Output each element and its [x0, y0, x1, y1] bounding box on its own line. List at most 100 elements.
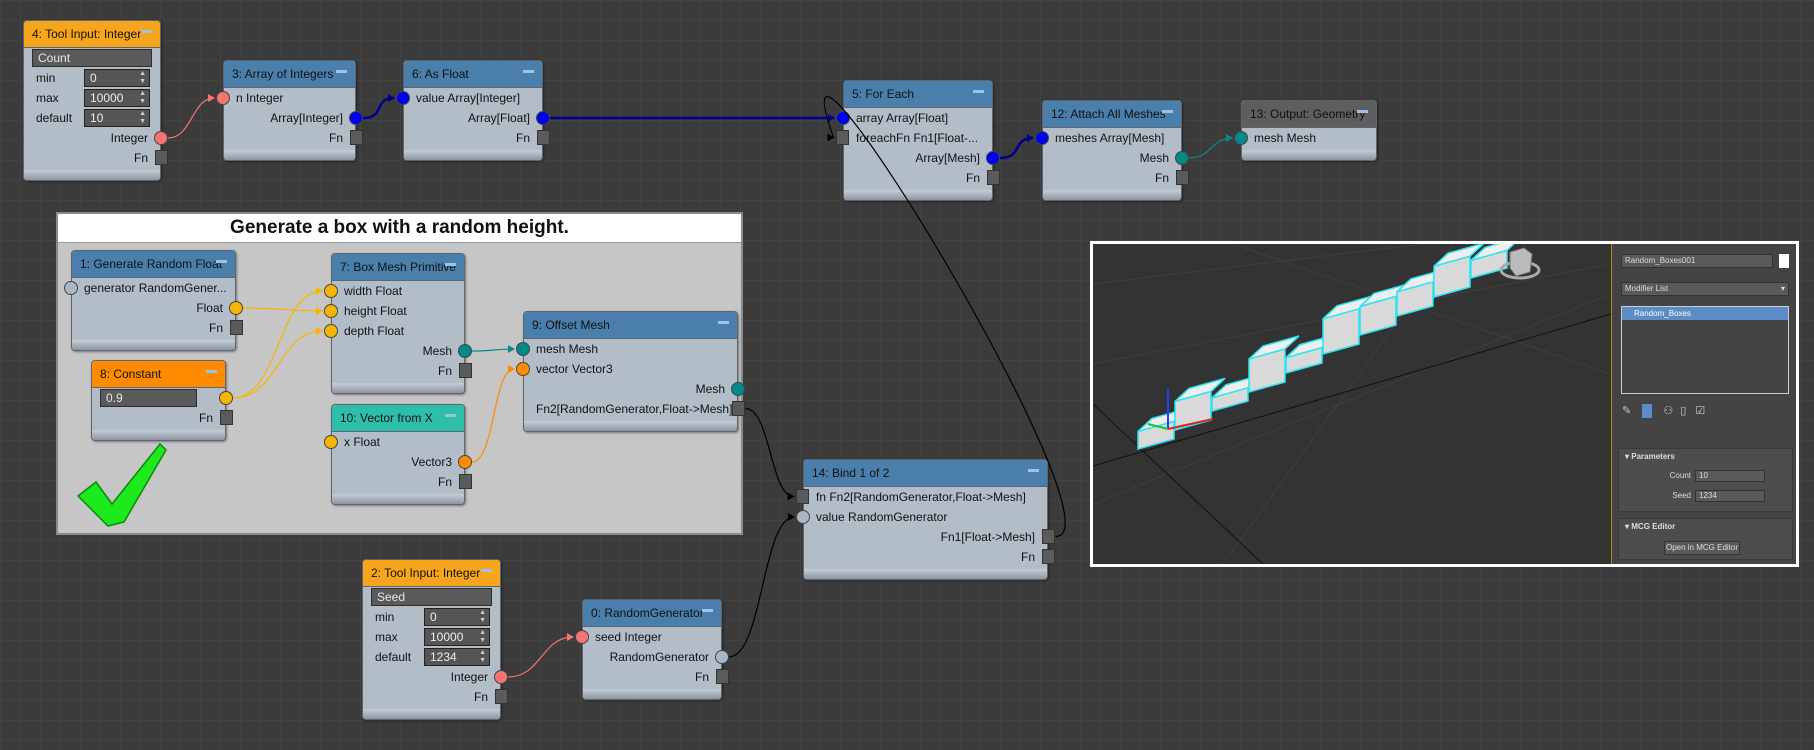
node-header[interactable]: 9: Offset Mesh — [524, 312, 737, 339]
output-port-mesh[interactable] — [1175, 151, 1189, 165]
node-header[interactable]: 5: For Each — [844, 81, 992, 108]
output-port-fn[interactable] — [230, 320, 243, 335]
output-port-rng[interactable] — [715, 650, 729, 664]
resize-grip[interactable] — [363, 709, 500, 719]
input-port-array[interactable] — [836, 111, 850, 125]
input-port-vector[interactable] — [516, 362, 530, 376]
resize-grip[interactable] — [583, 689, 721, 699]
output-port-fn[interactable] — [350, 130, 363, 145]
input-port-int[interactable] — [575, 630, 589, 644]
output-port-array[interactable] — [986, 151, 1000, 165]
node-header[interactable]: 6: As Float — [404, 61, 542, 88]
node-header[interactable]: 10: Vector from X — [332, 405, 464, 432]
mcg-editor-title[interactable]: ▾ MCG Editor — [1625, 522, 1676, 531]
spinner-min[interactable]: 0▲▼ — [424, 608, 490, 626]
seed-spinner[interactable]: 1234 — [1695, 490, 1765, 502]
resize-grip[interactable] — [332, 494, 464, 504]
spinner-arrows-icon[interactable]: ▲▼ — [479, 649, 486, 664]
spinner-arrows-icon[interactable]: ▲▼ — [479, 609, 486, 624]
spinner-arrows-icon[interactable]: ▲▼ — [479, 629, 486, 644]
spinner-max[interactable]: 10000▲▼ — [84, 89, 150, 107]
input-port-fn[interactable] — [836, 130, 849, 145]
output-port-float[interactable] — [229, 301, 243, 315]
minimize-icon[interactable] — [718, 321, 729, 324]
value-field[interactable]: 0.9 — [100, 389, 197, 407]
object-color-swatch[interactable] — [1779, 254, 1789, 268]
make-unique-icon[interactable]: ⚇ — [1663, 405, 1674, 417]
node-header[interactable]: 4: Tool Input: Integer — [24, 21, 160, 48]
input-port-array[interactable] — [396, 91, 410, 105]
output-port-int[interactable] — [154, 131, 168, 145]
input-port-array[interactable] — [1035, 131, 1049, 145]
spinner-arrows-icon[interactable]: ▲▼ — [139, 110, 146, 125]
input-port-float[interactable] — [324, 284, 338, 298]
input-port-int[interactable] — [216, 91, 230, 105]
minimize-icon[interactable] — [1028, 469, 1039, 472]
node-header[interactable]: 0: RandomGenerator — [583, 600, 721, 627]
output-port-array[interactable] — [536, 111, 550, 125]
minimize-icon[interactable] — [523, 70, 534, 73]
resize-grip[interactable] — [1043, 190, 1181, 200]
node-header[interactable]: 7: Box Mesh Primitive — [332, 254, 464, 281]
input-port-mesh[interactable] — [1234, 131, 1248, 145]
pin-icon[interactable]: ✎ — [1622, 405, 1632, 417]
output-port-mesh[interactable] — [458, 344, 472, 358]
output-port-fn[interactable] — [1176, 170, 1189, 185]
input-port-rng[interactable] — [796, 510, 810, 524]
viewport-scene[interactable] — [1093, 244, 1611, 564]
resize-grip[interactable] — [72, 340, 235, 350]
spinner-max[interactable]: 10000▲▼ — [424, 628, 490, 646]
input-port-fn[interactable] — [796, 489, 809, 504]
minimize-icon[interactable] — [141, 30, 152, 33]
value-field[interactable]: Count — [32, 49, 152, 67]
resize-grip[interactable] — [1242, 150, 1376, 160]
minimize-icon[interactable] — [206, 370, 217, 373]
resize-grip[interactable] — [92, 430, 225, 440]
output-port-fn[interactable] — [155, 150, 168, 165]
show-end-result-icon[interactable] — [1642, 404, 1653, 419]
spinner-min[interactable]: 0▲▼ — [84, 69, 150, 87]
node-header[interactable]: 14: Bind 1 of 2 — [804, 460, 1047, 487]
minimize-icon[interactable] — [481, 569, 492, 572]
resize-grip[interactable] — [332, 383, 464, 393]
node-header[interactable]: 8: Constant — [92, 361, 225, 388]
output-port-int[interactable] — [494, 670, 508, 684]
spinner-default[interactable]: 10▲▼ — [84, 109, 150, 127]
input-port-float[interactable] — [324, 324, 338, 338]
output-port-array[interactable] — [349, 111, 363, 125]
resize-grip[interactable] — [24, 170, 160, 180]
spinner-arrows-icon[interactable]: ▲▼ — [139, 90, 146, 105]
output-port-fn[interactable] — [987, 170, 1000, 185]
input-port-float[interactable] — [324, 304, 338, 318]
minimize-icon[interactable] — [216, 260, 227, 263]
output-port-fn[interactable] — [1042, 549, 1055, 564]
open-in-mcg-editor-button[interactable]: Open in MCG Editor — [1664, 541, 1740, 555]
output-port-fn[interactable] — [220, 410, 233, 425]
3d-viewport[interactable]: Random_Boxes001 Modifier List▾ Random_Bo… — [1090, 241, 1799, 567]
configure-icon[interactable]: ☑ — [1695, 405, 1706, 417]
output-port-fn[interactable] — [459, 474, 472, 489]
output-port-fn[interactable] — [716, 669, 729, 684]
input-port-mesh[interactable] — [516, 342, 530, 356]
viewcube-icon[interactable] — [1498, 246, 1542, 282]
minimize-icon[interactable] — [445, 263, 456, 266]
resize-grip[interactable] — [404, 150, 542, 160]
modifier-list-dropdown[interactable]: Modifier List▾ — [1621, 282, 1789, 296]
output-port-fn[interactable] — [537, 130, 550, 145]
spinner-default[interactable]: 1234▲▼ — [424, 648, 490, 666]
minimize-icon[interactable] — [445, 414, 456, 417]
resize-grip[interactable] — [524, 421, 737, 431]
minimize-icon[interactable] — [1357, 110, 1368, 113]
minimize-icon[interactable] — [336, 70, 347, 73]
node-header[interactable]: 12: Attach All Meshes — [1043, 101, 1181, 128]
